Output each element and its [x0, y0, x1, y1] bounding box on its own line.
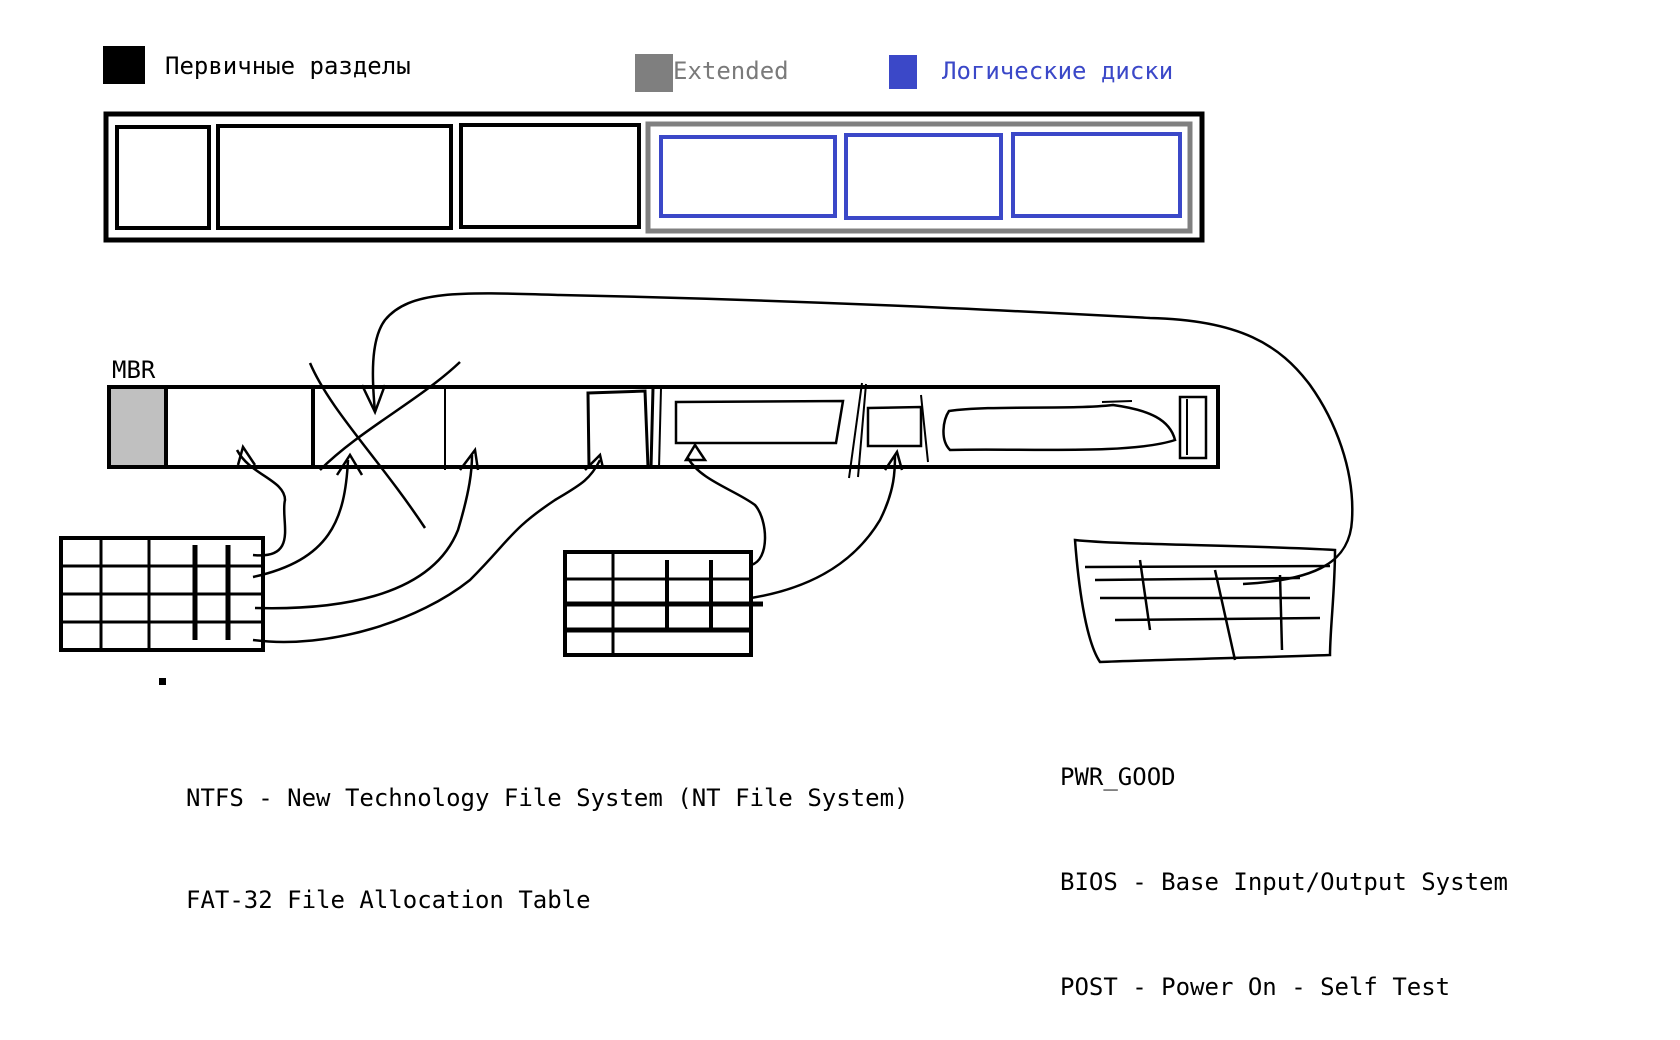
notes-left: NTFS - New Technology File System (NT Fi… — [186, 713, 908, 951]
note-pwr-good: PWR_GOOD — [1060, 763, 1176, 791]
partition-layout — [103, 111, 1205, 243]
notes-right: PWR_GOOD BIOS - Base Input/Output System… — [1060, 690, 1508, 1040]
dot-marker — [159, 678, 166, 685]
note-post: POST - Power On - Self Test — [1060, 973, 1451, 1001]
legend-primary-swatch — [103, 46, 145, 84]
mbr-block — [110, 388, 166, 467]
mbr-label: MBR — [112, 356, 156, 384]
primary-partition-2 — [216, 124, 453, 230]
legend-logical-label: Логические диски — [942, 57, 1174, 85]
note-bios: BIOS - Base Input/Output System — [1060, 868, 1508, 896]
left-table-arrows — [235, 444, 605, 644]
legend-logical-swatch — [889, 55, 917, 89]
middle-table-arrows — [683, 442, 904, 600]
legend-primary-label: Первичные разделы — [165, 52, 411, 80]
note-fat32: FAT-32 File Allocation Table — [186, 886, 591, 914]
logical-disk-3 — [1011, 132, 1182, 218]
primary-partition-3 — [459, 123, 641, 229]
disk-outline — [103, 111, 1205, 243]
legend-extended-label: Extended — [673, 57, 789, 85]
diagram-canvas — [59, 46, 1354, 685]
bios-table — [1073, 538, 1337, 664]
disk-strip — [107, 361, 1220, 529]
file-table-left — [59, 536, 265, 652]
page-decoration — [1101, 400, 1133, 403]
legend-extended-swatch — [635, 54, 673, 92]
primary-partition-1 — [115, 125, 211, 230]
extended-partition — [645, 121, 1193, 234]
logical-disk-2 — [844, 133, 1003, 220]
note-ntfs: NTFS - New Technology File System (NT Fi… — [186, 784, 909, 812]
disk-strip-outline — [107, 385, 1220, 469]
logical-disk-1 — [659, 135, 837, 218]
bios-to-mbr-arrow — [371, 292, 1354, 586]
file-table-middle — [563, 550, 763, 657]
arrowhead — [360, 384, 387, 416]
